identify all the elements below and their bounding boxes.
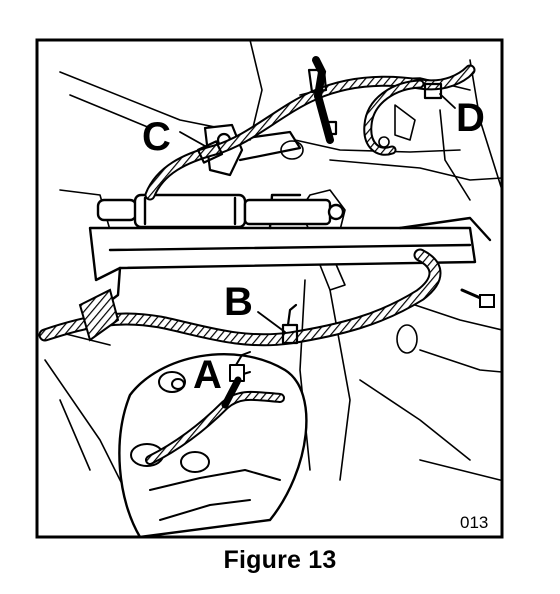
callout-c-label: C [142, 115, 171, 159]
callout-d-label: D [456, 96, 485, 140]
harness-clips [196, 68, 443, 345]
figure-caption: Figure 13 [223, 546, 337, 574]
plate-number: 013 [460, 513, 488, 532]
callout-a-label: A [193, 353, 222, 397]
actuator-cylinder [96, 193, 345, 229]
callout-leaders [179, 93, 456, 333]
callout-b-label: B [224, 280, 253, 324]
detail-inset [118, 351, 308, 537]
cross-member [88, 193, 492, 312]
